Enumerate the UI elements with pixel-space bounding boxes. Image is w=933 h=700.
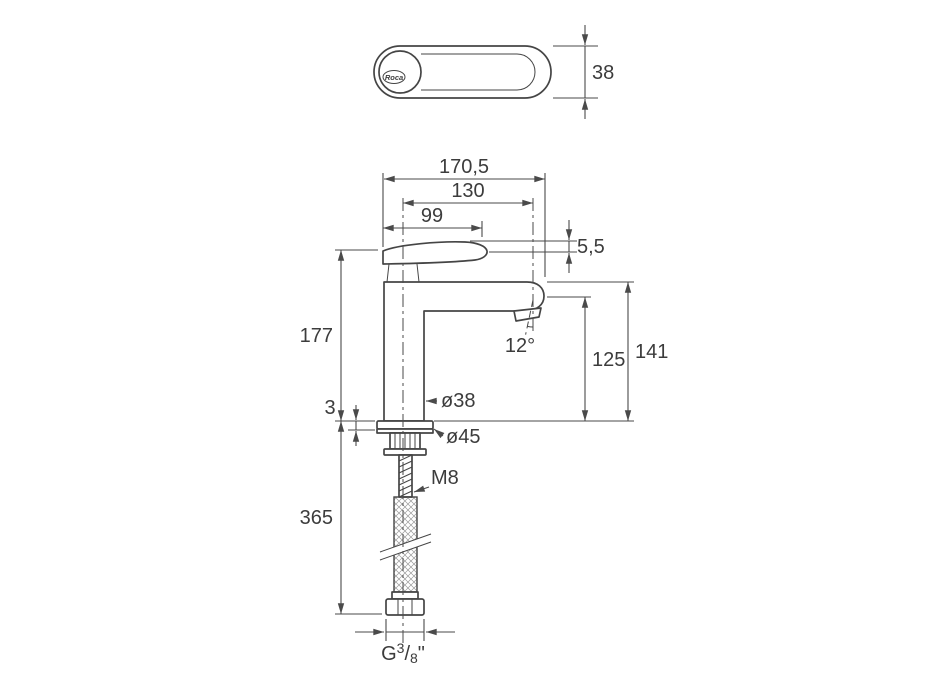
handle-plan-outline: [373, 45, 552, 99]
dim-base-diameter-label: ø45: [446, 426, 480, 448]
thread-denominator: 8: [410, 650, 418, 666]
hose-break-lines: [379, 533, 432, 561]
thread-prefix: G: [381, 643, 397, 665]
dim-inlet-thread-label: G3/8": [381, 640, 425, 666]
faucet-top-view: Roca: [373, 45, 552, 99]
dim-outlet-reach-label: 130: [451, 180, 484, 202]
dim-handle-reach-label: 99: [421, 205, 443, 227]
centerlines: [402, 198, 534, 645]
thread-quote: ": [418, 643, 425, 665]
dim-height-to-outlet-label: 125: [592, 349, 625, 371]
mounting-washer: [383, 448, 427, 456]
faucet-lever: [382, 240, 488, 265]
dim-stud-thread-label: M8: [431, 467, 459, 489]
fitting-collar: [391, 591, 419, 600]
hose-break-gap: [380, 534, 431, 560]
fitting-nut: [385, 598, 425, 616]
spray-angle-line: [525, 299, 534, 335]
lever-neck: [386, 263, 420, 283]
dim-overall-reach-label: 170,5: [439, 156, 489, 178]
dim-hose-drop-label: 365: [300, 507, 333, 529]
aerator-outlet: [513, 307, 542, 322]
extension-lines: [335, 173, 634, 641]
dim-height-to-lever-label: 177: [300, 325, 333, 347]
thread-slash: /: [404, 643, 410, 665]
angle-arc: [527, 325, 534, 328]
dim-lever-thickness-label: 5,5: [577, 236, 605, 258]
faucet-front-view: [376, 240, 545, 616]
dim-body-diameter-label: ø38: [441, 390, 475, 412]
dim-handle-width-label: 38: [592, 62, 614, 84]
dim-top-view-38: 38: [553, 25, 614, 119]
dim-spray-angle-label: 12°: [505, 335, 535, 357]
brand-logo-text: Roca: [385, 73, 403, 82]
handle-plan-inner-contour: [421, 53, 536, 91]
dimensions: 170,5 130 99 5,5 177 12° 125 141 3 ø38 ø…: [300, 156, 669, 666]
thread-numerator: 3: [397, 640, 405, 656]
dim-height-to-spout-top-label: 141: [635, 341, 668, 363]
dim-base-plate-thickness-label: 3: [324, 397, 335, 419]
base-flange: [376, 420, 434, 430]
brand-logo-oval: [382, 70, 406, 84]
